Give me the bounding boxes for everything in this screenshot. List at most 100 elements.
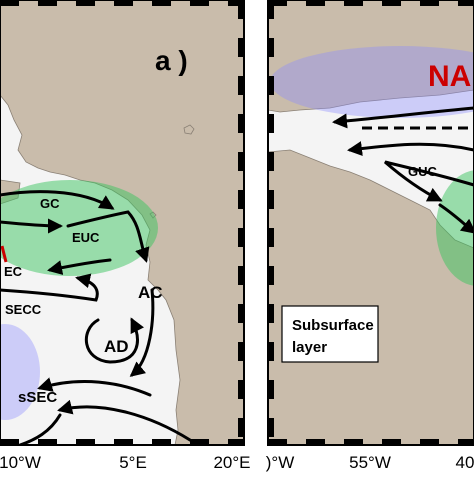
frame-checker-segment <box>458 0 474 6</box>
right-x-tick-2: 55°W <box>349 453 391 472</box>
right-coastal-current <box>438 203 474 234</box>
current-label-euc: EUC <box>72 230 100 245</box>
frame-checker-segment <box>238 380 244 399</box>
frame-checker-segment <box>306 439 325 445</box>
left-panel-label: a ) <box>155 45 188 76</box>
left-euc-current <box>0 218 63 234</box>
right-guc-loop <box>347 141 474 156</box>
left-secc-current <box>0 273 99 302</box>
frame-checker-segment <box>38 0 57 6</box>
frame-checker-segment <box>268 439 287 445</box>
frame-checker-segment <box>268 380 274 399</box>
current-label-gc: GC <box>40 196 60 211</box>
right-frame-checker-top <box>268 0 474 6</box>
frame-checker-segment <box>268 152 274 171</box>
left-frame-checker-top <box>0 0 244 6</box>
left-green-region <box>0 180 158 276</box>
frame-checker-segment <box>238 304 244 323</box>
frame-checker-segment <box>190 439 209 445</box>
frame-checker-segment <box>238 418 244 437</box>
left-x-tick-2: 5°E <box>119 453 147 472</box>
frame-checker-segment <box>268 304 274 323</box>
frame-checker-segment <box>38 439 57 445</box>
left-island <box>183 124 195 135</box>
frame-checker-segment <box>228 0 244 6</box>
left-frame <box>0 0 245 446</box>
left-frame-checker-bottom <box>0 439 244 445</box>
left-blue-region <box>0 324 40 420</box>
right-frame-checker-bottom <box>268 439 474 445</box>
frame-checker-segment <box>238 0 244 19</box>
frame-checker-segment <box>420 439 439 445</box>
frame-checker-segment <box>0 439 19 445</box>
frame-checker-segment <box>238 266 244 285</box>
current-label-secc: SECC <box>5 302 42 317</box>
frame-checker-segment <box>306 0 325 6</box>
frame-checker-segment <box>458 439 474 445</box>
current-label-ec: EC <box>4 264 23 279</box>
right-map-panel: NA GUC Subsurface layer <box>268 0 474 445</box>
frame-checker-segment <box>344 439 363 445</box>
left-ssec-current <box>37 377 152 397</box>
frame-checker-segment <box>344 0 363 6</box>
frame-checker-segment <box>114 439 133 445</box>
right-westward-current <box>332 106 474 129</box>
left-gc-current <box>0 190 115 210</box>
frame-checker-segment <box>76 439 95 445</box>
subsurface-layer-line1: Subsurface <box>292 317 374 334</box>
right-land-south-america <box>268 149 474 445</box>
current-label-ac: AC <box>138 283 163 302</box>
frame-checker-segment <box>268 190 274 209</box>
right-x-tick-3: 40 <box>456 453 474 472</box>
left-red-marker <box>0 245 8 263</box>
left-frame-checker-right <box>238 0 244 437</box>
frame-checker-segment <box>268 0 274 19</box>
frame-checker-segment <box>382 0 401 6</box>
right-frame <box>267 0 474 446</box>
frame-checker-segment <box>152 439 171 445</box>
frame-checker-segment <box>238 152 244 171</box>
left-ssec-current-2 <box>57 399 192 442</box>
left-euc-current-2 <box>66 210 150 263</box>
right-blue-region <box>270 46 474 118</box>
frame-checker-segment <box>268 342 274 361</box>
left-x-tick-3: 20°E <box>213 453 250 472</box>
frame-checker-segment <box>382 439 401 445</box>
frame-checker-segment <box>0 0 19 6</box>
right-frame-checker-left <box>268 0 274 437</box>
right-panel-label: NA <box>428 60 471 93</box>
frame-checker-segment <box>268 266 274 285</box>
left-x-tick-1: 10°W <box>0 453 41 472</box>
frame-checker-segment <box>152 0 171 6</box>
frame-checker-segment <box>238 342 244 361</box>
frame-checker-segment <box>228 439 244 445</box>
left-ac-current <box>129 288 155 377</box>
frame-checker-segment <box>238 76 244 95</box>
current-label-guc: GUC <box>408 164 438 179</box>
frame-checker-segment <box>268 418 274 437</box>
frame-checker-segment <box>268 114 274 133</box>
left-map-panel: a ) GC EUC EC SECC AC AD sSEC <box>0 0 244 445</box>
left-ad-loop <box>84 317 145 364</box>
frame-checker-segment <box>268 76 274 95</box>
frame-checker-segment <box>238 114 244 133</box>
left-ec-current <box>47 258 112 276</box>
frame-checker-segment <box>268 0 287 6</box>
frame-checker-segment <box>238 228 244 247</box>
subsurface-layer-box <box>281 305 379 363</box>
frame-checker-segment <box>76 0 95 6</box>
frame-checker-segment <box>190 0 209 6</box>
right-frame-border <box>267 0 474 446</box>
frame-checker-segment <box>238 190 244 209</box>
current-label-ad: AD <box>104 337 129 356</box>
right-green-region <box>436 170 474 286</box>
right-guc-current <box>384 160 474 202</box>
frame-checker-segment <box>114 0 133 6</box>
frame-checker-segment <box>238 38 244 57</box>
frame-checker-segment <box>420 0 439 6</box>
frame-checker-segment <box>268 228 274 247</box>
frame-checker-segment <box>268 38 274 57</box>
subsurface-layer-line2: layer <box>292 339 327 356</box>
